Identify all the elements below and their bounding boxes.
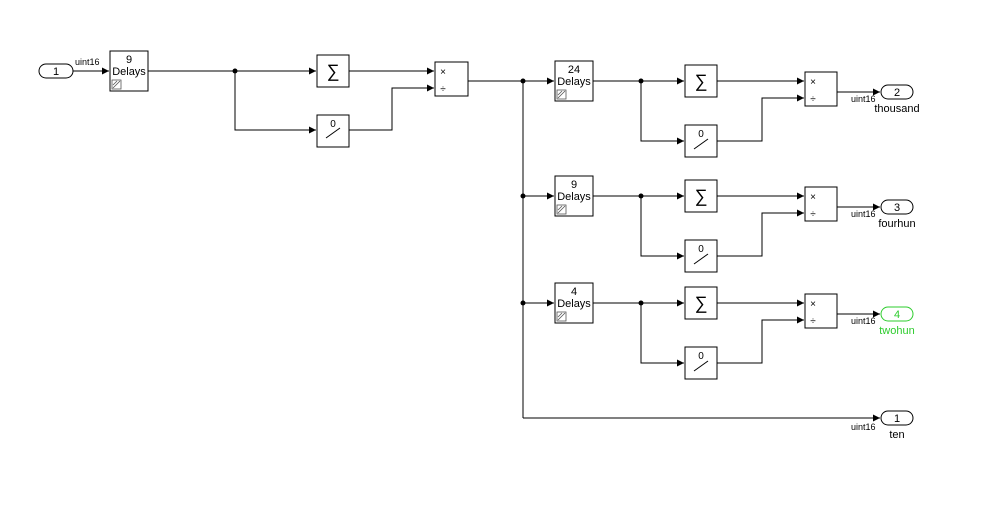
- svg-text:1: 1: [894, 413, 900, 425]
- outport-ten-signal-type: uint16: [851, 422, 876, 432]
- svg-text:2: 2: [894, 87, 900, 99]
- sigma-icon: ∑: [695, 71, 708, 91]
- outport-signal-type: uint16: [851, 209, 876, 219]
- svg-text:÷: ÷: [810, 316, 816, 327]
- svg-text:0: 0: [330, 119, 336, 130]
- zero-block-main[interactable]: 0: [316, 114, 350, 148]
- svg-text:4: 4: [894, 309, 900, 321]
- svg-text:×: ×: [810, 192, 816, 203]
- svg-text:1: 1: [53, 66, 59, 78]
- delay-status-icon: [556, 311, 567, 322]
- outport-name: thousand: [874, 103, 919, 115]
- svg-text:9: 9: [126, 54, 132, 66]
- delay-status-icon: [111, 79, 122, 90]
- svg-text:÷: ÷: [440, 84, 446, 95]
- outport-name: fourhun: [878, 218, 915, 230]
- sum-block-main[interactable]: ∑: [316, 54, 350, 88]
- sum-block[interactable]: ∑: [684, 64, 718, 98]
- product-block-main[interactable]: × ÷: [434, 61, 469, 97]
- outport-name: twohun: [879, 325, 914, 337]
- svg-text:0: 0: [698, 351, 704, 362]
- outport-ten[interactable]: 1: [880, 410, 914, 426]
- svg-text:Delays: Delays: [557, 298, 591, 310]
- sigma-icon: ∑: [695, 186, 708, 206]
- product-block[interactable]: ×÷: [804, 71, 838, 107]
- svg-text:4: 4: [571, 286, 577, 298]
- svg-text:0: 0: [698, 129, 704, 140]
- svg-text:0: 0: [698, 244, 704, 255]
- outport-signal-type: uint16: [851, 94, 876, 104]
- svg-text:3: 3: [894, 202, 900, 214]
- zero-block[interactable]: 0: [684, 124, 718, 158]
- product-block[interactable]: ×÷: [804, 186, 838, 222]
- svg-text:÷: ÷: [810, 209, 816, 220]
- outport-thousand[interactable]: 2: [880, 84, 914, 100]
- inport-1[interactable]: 1: [38, 63, 74, 79]
- sigma-icon: ∑: [327, 61, 340, 81]
- svg-text:Delays: Delays: [112, 66, 146, 78]
- zero-block[interactable]: 0: [684, 346, 718, 380]
- product-block[interactable]: ×÷: [804, 293, 838, 329]
- outport-ten-name: ten: [889, 429, 904, 441]
- svg-text:÷: ÷: [810, 94, 816, 105]
- delay-block-main[interactable]: 9 Delays: [109, 50, 149, 92]
- outport-twohun[interactable]: 4: [880, 306, 914, 322]
- svg-text:×: ×: [810, 77, 816, 88]
- delay-status-icon: [556, 89, 567, 100]
- svg-text:Delays: Delays: [557, 76, 591, 88]
- outport-fourhun[interactable]: 3: [880, 199, 914, 215]
- svg-text:×: ×: [440, 67, 446, 78]
- sum-block[interactable]: ∑: [684, 286, 718, 320]
- svg-text:×: ×: [810, 299, 816, 310]
- delay-status-icon: [556, 204, 567, 215]
- sigma-icon: ∑: [695, 293, 708, 313]
- svg-text:9: 9: [571, 179, 577, 191]
- zero-block[interactable]: 0: [684, 239, 718, 273]
- sum-block[interactable]: ∑: [684, 179, 718, 213]
- inport-signal-type: uint16: [75, 57, 100, 67]
- outport-signal-type: uint16: [851, 316, 876, 326]
- svg-text:24: 24: [568, 64, 580, 76]
- svg-text:Delays: Delays: [557, 191, 591, 203]
